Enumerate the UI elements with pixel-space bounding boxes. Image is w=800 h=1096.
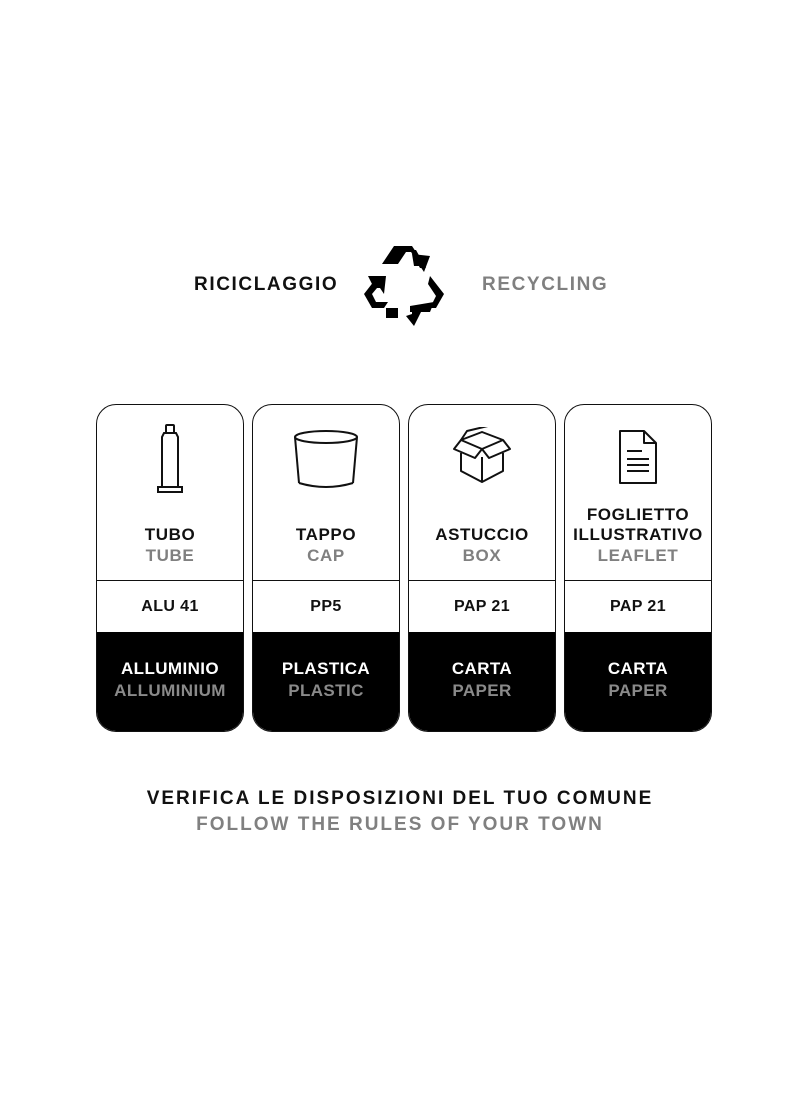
card-name-en: CAP bbox=[307, 546, 345, 565]
card-name-it: ASTUCCIO bbox=[435, 525, 529, 544]
card-tube: TUBO TUBE ALU 41 ALLUMINIO ALLUMINIUM bbox=[96, 404, 244, 732]
card-box: ASTUCCIO BOX PAP 21 CARTA PAPER bbox=[408, 404, 556, 732]
material-band: PLASTICA PLASTIC bbox=[253, 632, 399, 731]
recycling-code: ALU 41 bbox=[97, 580, 243, 633]
recycling-label-en: RECYCLING bbox=[482, 274, 609, 295]
material-en: PLASTIC bbox=[288, 681, 364, 700]
material-it: PLASTICA bbox=[281, 659, 371, 678]
card-name-en: LEAFLET bbox=[597, 546, 679, 565]
recycling-code: PAP 21 bbox=[409, 580, 555, 633]
material-it: ALLUMINIO bbox=[120, 659, 220, 678]
material-band: CARTA PAPER bbox=[409, 632, 555, 731]
card-leaflet: FOGLIETTO ILLUSTRATIVO LEAFLET PAP 21 CA… bbox=[564, 404, 712, 732]
material-en: PAPER bbox=[608, 681, 668, 700]
footer-text-en: FOLLOW THE RULES OF YOUR TOWN bbox=[196, 814, 604, 835]
card-name-en: TUBE bbox=[145, 546, 195, 565]
recycling-label-it: RICICLAGGIO bbox=[194, 274, 339, 295]
leaflet-icon bbox=[619, 430, 657, 484]
material-it: CARTA bbox=[451, 659, 513, 678]
material-en: ALLUMINIUM bbox=[114, 681, 226, 700]
cap-icon bbox=[294, 430, 358, 488]
footer-text-it: VERIFICA LE DISPOSIZIONI DEL TUO COMUNE bbox=[146, 788, 654, 809]
material-band: CARTA PAPER bbox=[565, 632, 711, 731]
card-cap: TAPPO CAP PP5 PLASTICA PLASTIC bbox=[252, 404, 400, 732]
card-name-it: FOGLIETTO ILLUSTRATIVO bbox=[573, 505, 703, 544]
material-it: CARTA bbox=[607, 659, 669, 678]
material-band: ALLUMINIO ALLUMINIUM bbox=[97, 632, 243, 731]
card-name-it: TUBO bbox=[144, 525, 196, 544]
card-name-it: TAPPO bbox=[295, 525, 357, 544]
recycling-code: PP5 bbox=[253, 580, 399, 633]
footer-note: VERIFICA LE DISPOSIZIONI DEL TUO COMUNE … bbox=[0, 786, 800, 838]
tube-icon bbox=[157, 424, 183, 493]
box-icon bbox=[453, 427, 511, 483]
recycling-code: PAP 21 bbox=[565, 580, 711, 633]
recycling-header: RICICLAGGIO RECYCLING bbox=[0, 242, 800, 332]
recycle-icon bbox=[364, 246, 444, 326]
material-en: PAPER bbox=[452, 681, 512, 700]
card-name-en: BOX bbox=[462, 546, 502, 565]
